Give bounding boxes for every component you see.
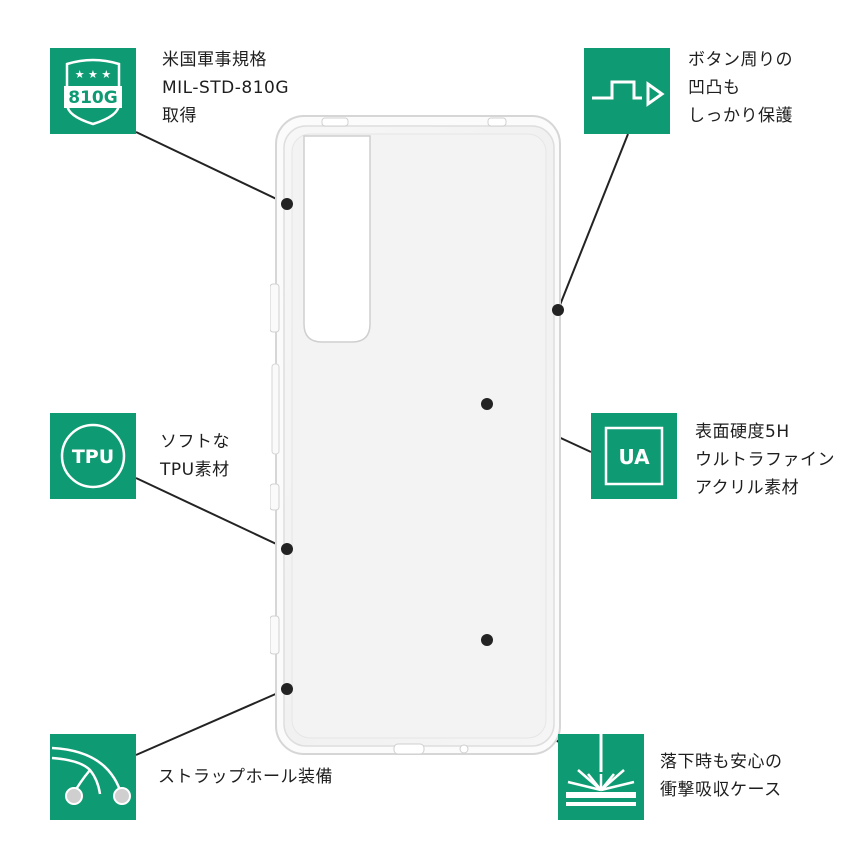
side-button-guard-1 — [270, 283, 280, 333]
button-protection-label: ボタン周りの 凹凸も しっかり保護 — [688, 50, 793, 126]
side-button-guard-3 — [270, 483, 280, 511]
leader-dot-strap — [281, 683, 293, 695]
button-step-arrow-icon — [592, 80, 665, 107]
leader-dot-shock — [481, 634, 493, 646]
shock-absorption-badge — [558, 734, 644, 820]
leader-line-tpu — [135, 477, 288, 550]
tpu-material-badge: TPU — [50, 413, 136, 499]
badge-text-ua: UA — [618, 445, 650, 469]
camera-cutout — [303, 135, 371, 343]
acrylic-material-label: 表面硬度5H ウルトラファイン アクリル素材 — [695, 422, 835, 498]
acrylic-material-badge: UA — [591, 413, 677, 499]
shield-stars-icon: ★ ★ ★ 810G — [64, 58, 122, 126]
side-button-guard-2 — [271, 363, 280, 455]
svg-text:★ ★ ★: ★ ★ ★ — [75, 68, 112, 81]
button-protection-badge — [584, 48, 670, 134]
bottom-port-cutout — [393, 743, 425, 755]
clear-phone-case — [270, 115, 561, 755]
bottom-strap-hole — [459, 744, 469, 754]
leader-dot-military — [281, 198, 293, 210]
ua-square-icon: UA — [604, 426, 664, 486]
badge-text-tpu: TPU — [72, 446, 114, 468]
military-standard-badge: ★ ★ ★ 810G — [50, 48, 136, 134]
strap-hole-label: ストラップホール装備 — [158, 767, 333, 787]
leader-dot-buttons — [552, 304, 564, 316]
military-standard-label: 米国軍事規格 MIL-STD-810G 取得 — [162, 50, 290, 126]
strap-hole-badge — [50, 734, 136, 820]
impact-burst-icon — [566, 734, 636, 806]
leader-dot-acrylic — [481, 398, 493, 410]
leader-line-military — [135, 131, 288, 205]
leader-line-buttons — [557, 133, 629, 311]
top-notch — [321, 117, 349, 127]
leader-dot-tpu — [281, 543, 293, 555]
top-notch-right — [487, 117, 507, 127]
shock-absorption-label: 落下時も安心の 衝撃吸収ケース — [660, 752, 783, 800]
strap-hole-icon — [51, 746, 131, 805]
tpu-circle-icon: TPU — [60, 423, 126, 489]
badge-text-810g: 810G — [68, 88, 117, 108]
side-button-guard-4 — [270, 615, 280, 655]
leader-line-strap — [135, 688, 288, 756]
tpu-material-label: ソフトな TPU素材 — [160, 432, 230, 480]
